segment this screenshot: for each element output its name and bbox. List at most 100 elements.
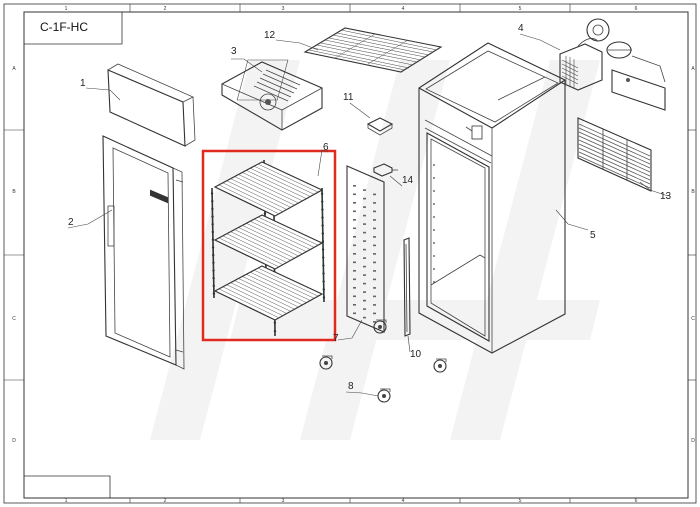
- panel-slot: [363, 223, 366, 225]
- callout-5: 5: [590, 230, 596, 241]
- col-label-bottom: 1: [65, 498, 68, 504]
- post-slot: [211, 230, 214, 234]
- col-label-top: 6: [635, 6, 638, 12]
- post-slot: [321, 248, 325, 251]
- caster-wheel: [373, 319, 387, 334]
- shelf-wire: [234, 280, 295, 310]
- frame-ticks: [4, 4, 696, 503]
- title-block: C-1F-HC: [24, 12, 123, 45]
- column-labels-top: 1 2 3 4 5 6: [65, 6, 638, 12]
- panel-slot: [373, 270, 376, 272]
- col-label-bottom: 3: [282, 498, 285, 504]
- panel-slot: [373, 193, 376, 196]
- shelf-wire: [230, 282, 291, 312]
- post-slot: [321, 240, 325, 243]
- highlight-box: [201, 149, 337, 342]
- panel-slot: [363, 240, 366, 242]
- shelf-wire: [242, 172, 303, 202]
- panel-slot: [353, 227, 356, 230]
- panel-slot: [353, 193, 356, 196]
- panel-slot: [353, 202, 356, 204]
- post-slot: [211, 246, 215, 249]
- panel-slot: [363, 274, 366, 276]
- shelf-wire: [257, 163, 319, 193]
- shelf-wire: [218, 184, 280, 215]
- panel-slot: [373, 253, 376, 255]
- post-slot: [212, 269, 215, 272]
- post-slot: [321, 200, 324, 203]
- post-slot: [212, 253, 215, 257]
- post-slot: [322, 280, 325, 283]
- shelf-wire: [246, 223, 307, 252]
- panel-slot: [353, 295, 356, 298]
- callout-8: 8: [348, 381, 354, 392]
- panel-slot: [363, 197, 366, 200]
- panel-slot: [353, 253, 356, 255]
- watermark: [150, 60, 600, 440]
- shelf-wire: [257, 216, 319, 246]
- shelf-wire: [254, 269, 315, 299]
- callout-13: 13: [660, 191, 672, 202]
- shelf-support-hole: [433, 281, 435, 283]
- panel-slot: [373, 312, 376, 315]
- panel-slot: [373, 219, 376, 221]
- callout-4: 4: [518, 23, 524, 34]
- panel-slot: [373, 287, 376, 289]
- col-label-top: 2: [164, 6, 167, 12]
- panel-slot: [373, 295, 376, 298]
- row-label-right: C: [691, 316, 695, 322]
- shelf-wire: [226, 180, 287, 210]
- panel-slot: [363, 299, 366, 302]
- shelf-wire: [234, 229, 295, 259]
- panel-slot: [353, 236, 356, 238]
- panel-slot: [373, 236, 376, 238]
- post-slot: [211, 207, 214, 211]
- panel-slot: [353, 304, 356, 306]
- panel-slot: [373, 202, 376, 204]
- post-slot: [273, 329, 277, 333]
- panel-slot: [363, 265, 366, 268]
- panel-slot: [353, 219, 356, 221]
- post-slot: [212, 284, 215, 288]
- cabinet-body: [418, 42, 566, 354]
- callout-12: 12: [264, 30, 276, 41]
- row-label-left: B: [12, 189, 16, 195]
- evaporator-unit: [221, 59, 323, 131]
- post-slot: [322, 288, 325, 291]
- shelf-support-hole: [433, 255, 435, 257]
- post-slot: [212, 277, 215, 280]
- panel-slot: [363, 231, 366, 234]
- post-slot: [211, 200, 214, 203]
- shelf-rack-assembly: [210, 159, 326, 337]
- door-hinge-bracket: [373, 163, 398, 177]
- drawing-title: C-1F-HC: [40, 20, 88, 34]
- panel-slot: [353, 244, 356, 247]
- callout-1: 1: [80, 78, 86, 89]
- shelf-wire: [218, 288, 280, 319]
- panel-slot: [353, 287, 356, 289]
- control-panel-cover: [107, 63, 196, 204]
- shelf-wire: [222, 182, 283, 212]
- callout-6: 6: [323, 142, 329, 153]
- col-label-bottom: 5: [519, 498, 522, 504]
- panel-slot: [363, 206, 366, 208]
- panel-slot: [353, 278, 356, 281]
- shelf-wire: [238, 278, 299, 308]
- panel-slot: [363, 308, 366, 310]
- rack-shelf: [213, 265, 324, 321]
- post-slot: [321, 232, 324, 235]
- rack-shelf: [213, 214, 324, 270]
- panel-slot: [373, 278, 376, 281]
- shelf-support-hole: [433, 203, 435, 205]
- panel-slot: [373, 261, 376, 264]
- shelf-wire: [242, 276, 303, 306]
- shelf-wire: [230, 231, 291, 261]
- panel-slot: [373, 227, 376, 230]
- shelf-wire: [246, 170, 307, 199]
- shelf-support-hole: [433, 164, 435, 166]
- shelf-wire: [238, 227, 299, 257]
- shelf-wire: [226, 284, 287, 314]
- callout-2: 2: [68, 217, 74, 228]
- door-gasket-profile: [403, 237, 411, 337]
- col-label-top: 5: [519, 6, 522, 12]
